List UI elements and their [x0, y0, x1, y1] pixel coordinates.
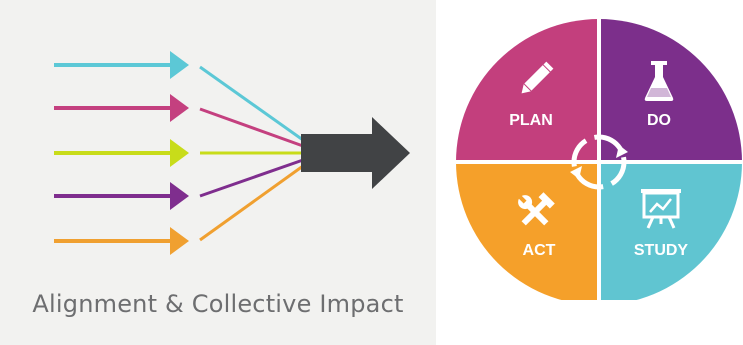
quadrant-study — [599, 162, 742, 300]
do-label: DO — [647, 112, 671, 129]
alignment-diagram — [54, 51, 410, 255]
pdsa-diagram: PLAN DO ACT STUDY — [452, 15, 743, 300]
pencil-icon — [521, 61, 554, 94]
quadrant-do — [599, 19, 742, 162]
act-label: ACT — [523, 242, 556, 259]
arrow-cyan — [54, 51, 189, 79]
arrow-lime — [54, 139, 189, 167]
flask-icon — [644, 61, 674, 101]
refresh-cycle-icon — [570, 134, 628, 190]
plan-label: PLAN — [509, 112, 553, 129]
presentation-board-icon — [641, 189, 681, 229]
alignment-panel: Alignment & Collective Impact — [0, 0, 436, 345]
quadrant-act — [456, 162, 599, 300]
pdsa-cycle: PLAN DO ACT STUDY — [451, 0, 743, 300]
tools-icon — [518, 192, 555, 226]
arrow-magenta — [54, 94, 189, 122]
main-arrow — [301, 117, 410, 189]
arrow-orange — [54, 227, 189, 255]
converging-lines — [199, 65, 304, 242]
alignment-caption: Alignment & Collective Impact — [32, 290, 404, 318]
study-label: STUDY — [634, 242, 689, 259]
arrow-purple — [54, 182, 189, 210]
